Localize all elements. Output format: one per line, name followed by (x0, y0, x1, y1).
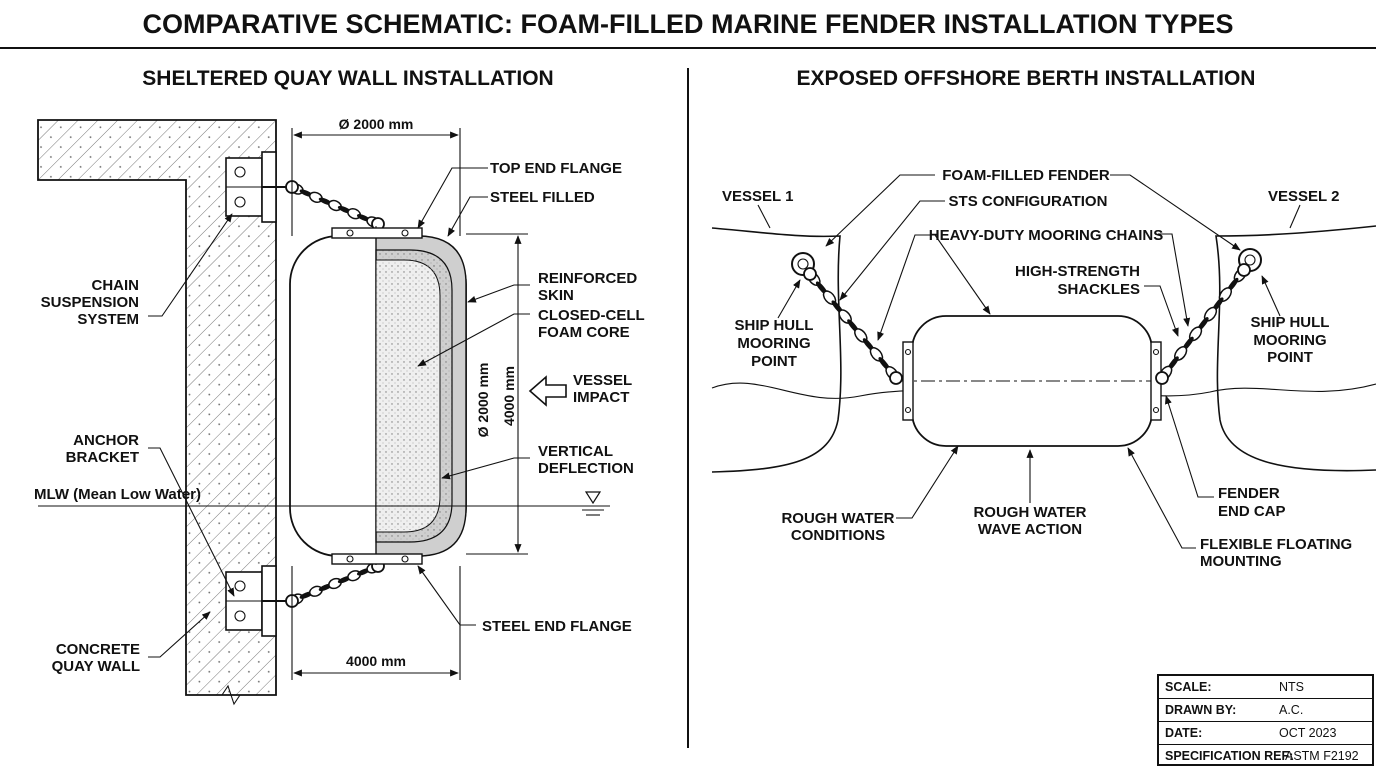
label-end-cap-1: FENDER (1218, 485, 1280, 502)
label-vertical-deflection-2: DEFLECTION (538, 460, 634, 477)
label-hull-right-3: POINT (1267, 349, 1313, 366)
label-rough-conditions-1: ROUGH WATER (781, 510, 894, 527)
concrete-quay-wall (37, 119, 277, 706)
label-sts: STS CONFIGURATION (949, 193, 1108, 210)
mooring-chain-right (1155, 263, 1251, 385)
left-leaders (148, 167, 530, 658)
right-heading: EXPOSED OFFSHORE BERTH INSTALLATION (797, 67, 1256, 90)
chain-shackle (1237, 263, 1251, 277)
title-block-value: ASTM F2192 (1285, 749, 1359, 763)
offshore-fender-body (896, 315, 1168, 447)
chain-shackle (1155, 371, 1169, 385)
main-title: COMPARATIVE SCHEMATIC: FOAM-FILLED MARIN… (143, 9, 1234, 39)
label-foam-core-2: FOAM CORE (538, 324, 630, 341)
label-hull-left-2: MOORING (737, 335, 810, 352)
label-chain-suspension-1: CHAIN (92, 277, 140, 294)
label-concrete-wall-2: QUAY WALL (52, 658, 140, 675)
dim-diameter-vertical-label: Ø 2000 mm (475, 363, 491, 438)
title-block-value: A.C. (1279, 703, 1304, 717)
right-leaders (757, 174, 1301, 549)
quay-fender-body (289, 226, 467, 566)
mooring-chain-left (803, 267, 903, 385)
label-chain-suspension-2: SUSPENSION (41, 294, 139, 311)
title-block: SCALE: NTS DRAWN BY: A.C. DATE: OCT 2023… (1157, 674, 1374, 766)
title-block-key: DRAWN BY: (1165, 703, 1237, 717)
vessel-1-hull (711, 227, 842, 473)
dim-length-bottom-label: 4000 mm (346, 653, 406, 669)
label-floating-mount-1: FLEXIBLE FLOATING (1200, 536, 1352, 553)
title-block-key: DATE: (1165, 726, 1203, 740)
dim-diameter-top: Ø 2000 mm (291, 116, 461, 236)
label-vessel-2: VESSEL 2 (1268, 188, 1339, 205)
label-floating-mount-2: MOUNTING (1200, 553, 1282, 570)
chain-shackle (889, 371, 903, 385)
label-steel-end-flange: STEEL END FLANGE (482, 618, 632, 635)
top-suspension-chain (285, 180, 385, 231)
mlw-label: MLW (Mean Low Water) (34, 486, 201, 503)
left-heading: SHELTERED QUAY WALL INSTALLATION (142, 67, 553, 90)
label-rough-wave-1: ROUGH WATER (973, 504, 1086, 521)
label-steel-filled: STEEL FILLED (490, 189, 595, 206)
mlw-waterline (38, 491, 610, 516)
dim-length-bottom: 4000 mm (291, 566, 461, 680)
title-block-row-scale: SCALE: NTS (1159, 676, 1372, 699)
title-block-row-date: DATE: OCT 2023 (1159, 722, 1372, 745)
title-block-key: SCALE: (1165, 680, 1212, 694)
dim-vertical: Ø 2000 mm 4000 mm (466, 233, 528, 555)
label-shackles-1: HIGH-STRENGTH (1015, 263, 1140, 280)
label-foam-core-1: CLOSED-CELL (538, 307, 645, 324)
title-block-row-spec-ref: SPECIFICATION REF: ASTM F2192 (1159, 745, 1372, 768)
label-rough-wave-2: WAVE ACTION (978, 521, 1082, 538)
label-hull-right-2: MOORING (1253, 332, 1326, 349)
bottom-anchor-bracket (225, 565, 292, 637)
label-vessel-impact-2: IMPACT (573, 389, 629, 406)
label-anchor-bracket-1: ANCHOR (73, 432, 139, 449)
label-vessel-impact-1: VESSEL (573, 372, 632, 389)
label-rough-conditions-2: CONDITIONS (791, 527, 885, 544)
dim-diameter-top-label: Ø 2000 mm (339, 116, 414, 132)
vessel-2-hull (1215, 225, 1376, 472)
vessel-impact-arrow (528, 375, 567, 407)
label-end-cap-2: END CAP (1218, 503, 1286, 520)
title-block-value: NTS (1279, 680, 1304, 694)
label-reinforced-skin-2: SKIN (538, 287, 574, 304)
title-block-value: OCT 2023 (1279, 726, 1337, 740)
label-vertical-deflection-1: VERTICAL (538, 443, 613, 460)
label-reinforced-skin-1: REINFORCED (538, 270, 637, 287)
bottom-suspension-chain (285, 559, 385, 608)
label-top-end-flange: TOP END FLANGE (490, 160, 622, 177)
label-chains: HEAVY-DUTY MOORING CHAINS (929, 227, 1163, 244)
label-vessel-1: VESSEL 1 (722, 188, 793, 205)
label-hull-right-1: SHIP HULL (1251, 314, 1330, 331)
title-block-key: SPECIFICATION REF: (1165, 749, 1294, 763)
label-shackles-2: SHACKLES (1057, 281, 1140, 298)
label-foam-fender: FOAM-FILLED FENDER (942, 167, 1110, 184)
title-block-row-drawn-by: DRAWN BY: A.C. (1159, 699, 1372, 722)
label-hull-left-3: POINT (751, 353, 797, 370)
label-hull-left-1: SHIP HULL (735, 317, 814, 334)
label-anchor-bracket-2: BRACKET (66, 449, 139, 466)
dim-length-vertical-label: 4000 mm (501, 366, 517, 426)
top-anchor-bracket (225, 151, 292, 223)
label-chain-suspension-3: SYSTEM (77, 311, 139, 328)
label-concrete-wall-1: CONCRETE (56, 641, 140, 658)
chain-shackle (803, 267, 817, 281)
